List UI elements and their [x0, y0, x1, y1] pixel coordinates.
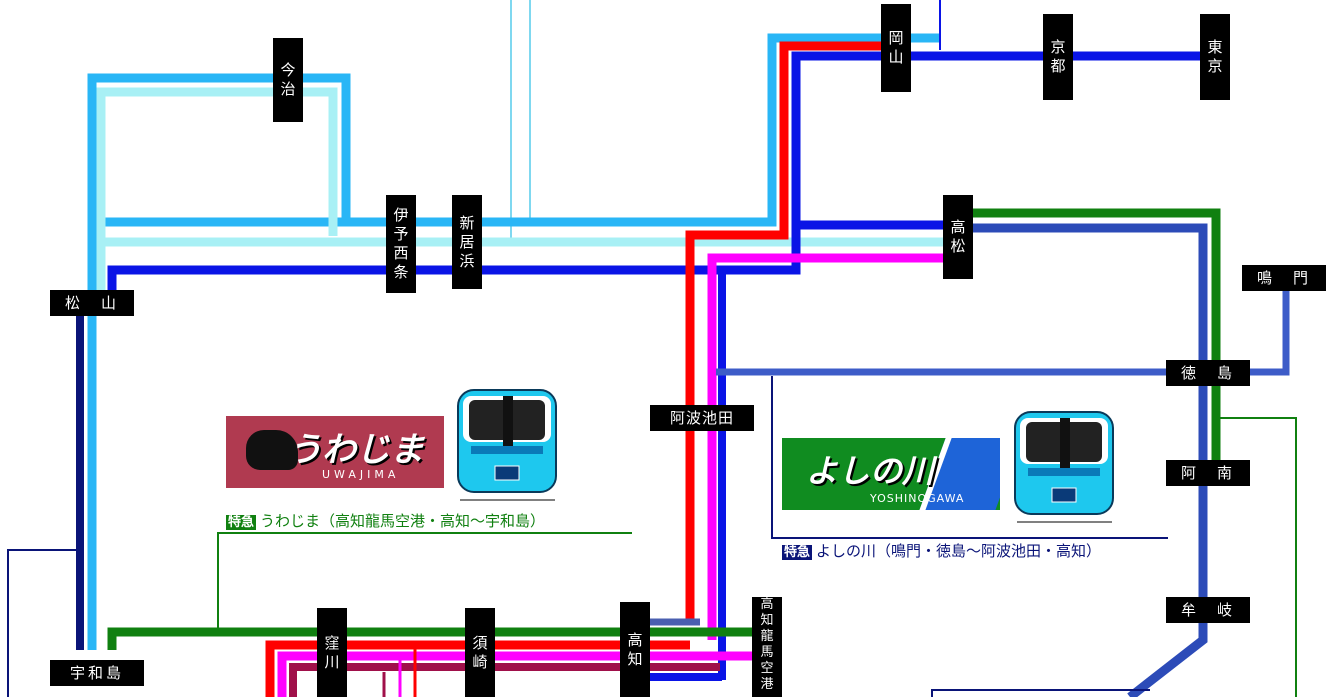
- station-takamatsu-char: 高: [950, 218, 966, 236]
- station-kubokawa[interactable]: 窪 川: [317, 608, 347, 697]
- yoshinogawa-logo: よしの川 YOSHINOGAWA: [782, 438, 1000, 510]
- station-kochi-airport[interactable]: 高 知 龍 馬 空 港: [752, 597, 782, 697]
- station-kochi-airport-char: 馬: [760, 645, 774, 660]
- route-line-thin: [7, 376, 1297, 697]
- station-imabari-char: 今: [280, 61, 296, 79]
- station-niihama-char: 浜: [459, 251, 475, 270]
- station-kubokawa-char: 窪: [324, 633, 340, 652]
- station-okayama-char: 岡: [888, 29, 904, 47]
- yoshinogawa-logo-romaji: YOSHINOGAWA: [870, 492, 965, 505]
- route-line-thin-cyan: [510, 0, 531, 242]
- limited-express-tag: 特急: [782, 545, 813, 560]
- station-kubokawa-char: 川: [324, 652, 340, 671]
- station-iyosaijo-char: 条: [393, 263, 409, 281]
- yoshinogawa-caption[interactable]: 特急よしの川（鳴門・徳島～阿波池田・高知）: [782, 540, 1101, 561]
- station-iyosaijo-char: 伊: [393, 206, 409, 224]
- station-niihama[interactable]: 新 居 浜: [452, 195, 482, 289]
- uwajima-caption-text: うわじま（高知龍馬空港・高知～宇和島）: [260, 512, 546, 530]
- station-kochi-airport-char: 高: [760, 597, 774, 612]
- train-icon-uwajima: [457, 389, 557, 501]
- train-icon-yoshinogawa: [1014, 411, 1114, 523]
- station-anan[interactable]: 阿 南: [1166, 460, 1250, 486]
- station-niihama-char: 居: [459, 232, 475, 251]
- route-line-magenta: [707, 253, 950, 640]
- bull-icon: [246, 430, 298, 470]
- station-iyosaijo-char: 西: [393, 244, 409, 262]
- station-okayama-char: 山: [888, 48, 904, 66]
- station-iyosaijo-char: 予: [393, 225, 409, 243]
- station-kochi-char: 高: [627, 630, 643, 649]
- station-mugi[interactable]: 牟 岐: [1166, 597, 1250, 623]
- station-awaikeda[interactable]: 阿波池田: [650, 405, 754, 431]
- station-kochi-airport-char: 港: [760, 677, 774, 692]
- limited-express-tag: 特急: [226, 515, 257, 530]
- station-naruto[interactable]: 鳴 門: [1242, 265, 1326, 291]
- route-line-blue: [107, 51, 1210, 300]
- route-line-south: [265, 640, 760, 697]
- station-kyoto-char: 京: [1050, 38, 1066, 56]
- route-line-green-south: [107, 627, 760, 650]
- station-imabari[interactable]: 今 治: [273, 38, 303, 122]
- station-susaki-char: 須: [472, 633, 488, 652]
- route-line-mid-blue: [716, 290, 1290, 376]
- station-tokyo-char: 京: [1207, 57, 1223, 75]
- station-imabari-char: 治: [280, 80, 296, 98]
- station-kochi-airport-char: 空: [760, 661, 774, 676]
- station-tokyo[interactable]: 東 京: [1200, 14, 1230, 100]
- station-kyoto-char: 都: [1050, 57, 1066, 75]
- station-iyosaijo[interactable]: 伊 予 西 条: [386, 195, 416, 293]
- station-takamatsu-char: 松: [950, 237, 966, 255]
- uwajima-logo-romaji: UWAJIMA: [322, 468, 400, 481]
- yoshinogawa-caption-text: よしの川（鳴門・徳島～阿波池田・高知）: [816, 542, 1102, 560]
- route-line-steel-blue: [970, 223, 1208, 697]
- station-matsuyama[interactable]: 松 山: [50, 290, 134, 316]
- route-line-light-blue: [87, 33, 940, 650]
- station-susaki-char: 崎: [472, 652, 488, 671]
- uwajima-caption[interactable]: 特急うわじま（高知龍馬空港・高知～宇和島）: [226, 510, 545, 531]
- station-tokyo-char: 東: [1207, 38, 1223, 56]
- route-line-pale-cyan: [96, 87, 960, 290]
- station-susaki[interactable]: 須 崎: [465, 608, 495, 697]
- uwajima-logo: うわじま UWAJIMA: [226, 416, 444, 488]
- route-line-red: [685, 41, 890, 625]
- station-uwajima[interactable]: 宇和島: [50, 660, 144, 686]
- station-kyoto[interactable]: 京 都: [1043, 14, 1073, 100]
- yoshinogawa-logo-text: よしの川: [806, 452, 935, 490]
- station-tokushima[interactable]: 徳 島: [1166, 360, 1250, 386]
- station-takamatsu[interactable]: 高 松: [943, 195, 973, 279]
- station-kochi-airport-char: 龍: [760, 629, 774, 644]
- station-kochi-airport-char: 知: [760, 613, 774, 628]
- station-kochi-char: 知: [627, 649, 643, 668]
- station-kochi[interactable]: 高 知: [620, 602, 650, 697]
- uwajima-logo-text: うわじま: [288, 430, 424, 470]
- station-niihama-char: 新: [459, 213, 475, 232]
- station-okayama[interactable]: 岡 山: [881, 4, 911, 92]
